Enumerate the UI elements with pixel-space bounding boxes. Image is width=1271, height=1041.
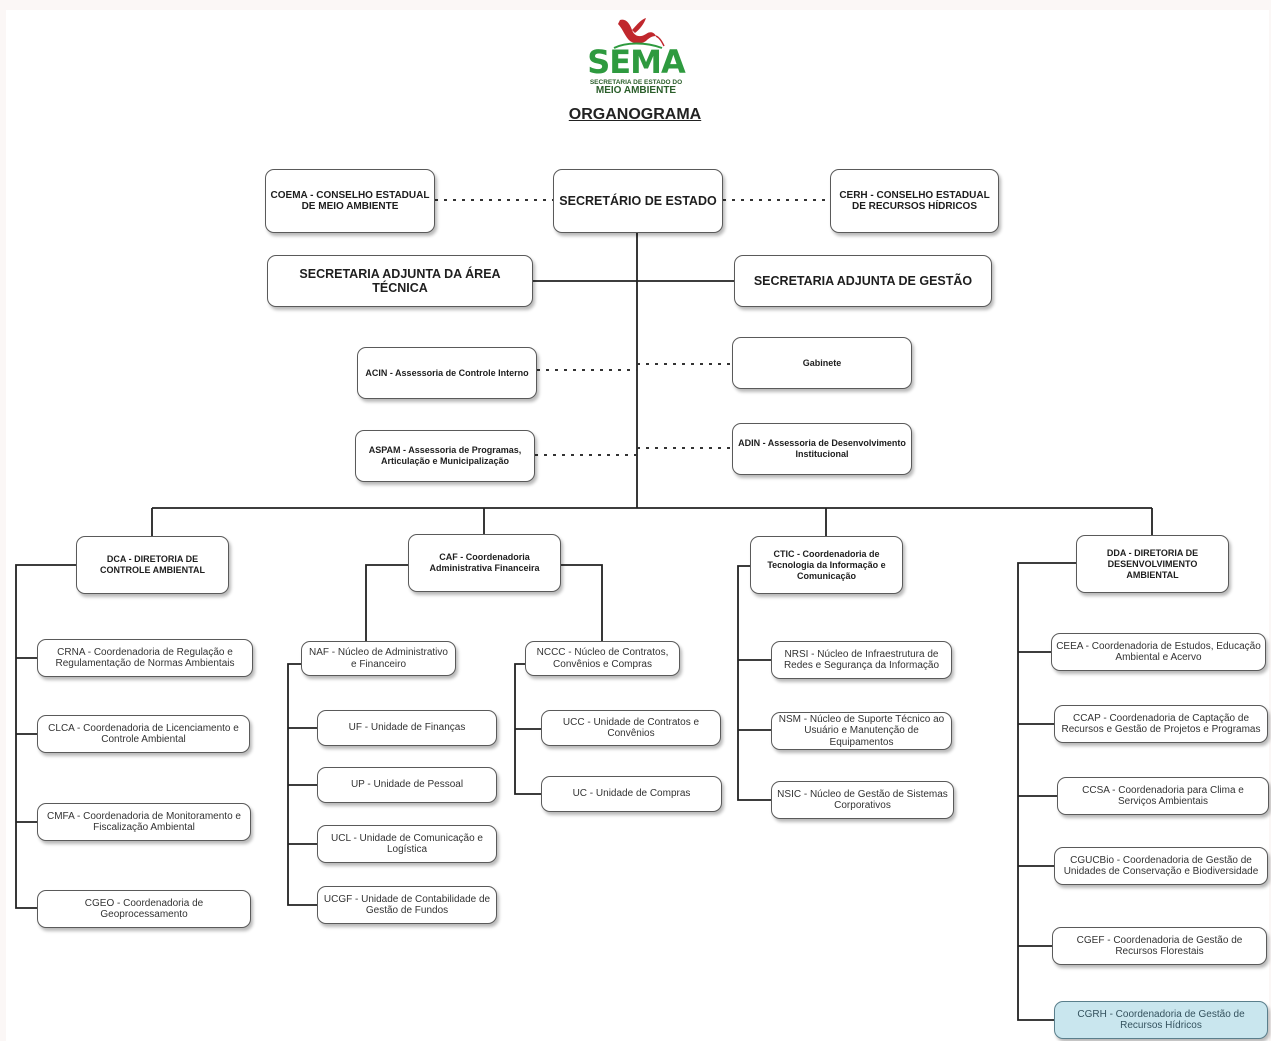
node-secretaria-adjunta-tecnica: SECRETARIA ADJUNTA DA ÁREA TÉCNICA <box>267 255 533 307</box>
node-ucl: UCL - Unidade de Comunicação e Logística <box>317 825 497 863</box>
logo-subtitle-line1: SECRETARIA DE ESTADO DO <box>589 79 683 86</box>
logo-wordmark: SEMA <box>587 43 686 81</box>
node-nsm: NSM - Núcleo de Suporte Técnico ao Usuár… <box>771 712 952 750</box>
node-naf: NAF - Núcleo de Administrativo e Finance… <box>301 641 456 676</box>
node-dda: DDA - DIRETORIA DE DESENVOLVIMENTO AMBIE… <box>1076 535 1229 593</box>
node-ccap: CCAP - Coordenadoria de Captação de Recu… <box>1054 705 1268 743</box>
node-nrsi: NRSI - Núcleo de Infraestrutura de Redes… <box>771 641 952 679</box>
node-gabinete: Gabinete <box>732 337 912 389</box>
node-cerh: CERH - CONSELHO ESTADUAL DE RECURSOS HÍD… <box>830 169 999 233</box>
node-cgucbio: CGUCBio - Coordenadoria de Gestão de Uni… <box>1054 847 1268 885</box>
node-ucgf: UCGF - Unidade de Contabilidade de Gestã… <box>317 886 497 924</box>
node-cgeo: CGEO - Coordenadoria de Geoprocessamento <box>37 890 251 928</box>
node-clca: CLCA - Coordenadoria de Licenciamento e … <box>37 715 250 753</box>
logo-subtitle-line2: MEIO AMBIENTE <box>595 85 677 96</box>
node-uf: UF - Unidade de Finanças <box>317 710 497 746</box>
node-nsic: NSIC - Núcleo de Gestão de Sistemas Corp… <box>771 781 954 819</box>
node-up: UP - Unidade de Pessoal <box>317 767 497 803</box>
node-secretaria-adjunta-gestao: SECRETARIA ADJUNTA DE GESTÃO <box>734 255 992 307</box>
node-nccc: NCCC - Núcleo de Contratos, Convênios e … <box>525 641 680 676</box>
node-secretario: SECRETÁRIO DE ESTADO <box>553 169 723 233</box>
node-ccsa: CCSA - Coordenadoria para Clima e Serviç… <box>1057 777 1269 815</box>
node-uc: UC - Unidade de Compras <box>541 776 722 812</box>
node-caf: CAF - Coordenadoria Administrativa Finan… <box>408 534 561 592</box>
page-title: ORGANOGRAMA <box>568 106 702 123</box>
node-ctic: CTIC - Coordenadoria de Tecnologia da In… <box>750 536 903 594</box>
node-adin: ADIN - Assessoria de Desenvolvimento Ins… <box>732 423 912 475</box>
node-crna: CRNA - Coordenadoria de Regulação e Regu… <box>37 639 253 677</box>
node-cgef: CGEF - Coordenadoria de Gestão de Recurs… <box>1052 927 1267 965</box>
node-dca: DCA - DIRETORIA DE CONTROLE AMBIENTAL <box>76 536 229 594</box>
node-ucc: UCC - Unidade de Contratos e Convênios <box>541 710 721 746</box>
sema-logo: SEMA SECRETARIA DE ESTADO DO MEIO AMBIEN… <box>572 16 700 96</box>
node-aspam: ASPAM - Assessoria de Programas, Articul… <box>355 430 535 482</box>
node-acin: ACIN - Assessoria de Controle Interno <box>357 347 537 399</box>
node-cgrh: CGRH - Coordenadoria de Gestão de Recurs… <box>1054 1001 1268 1039</box>
node-ceea: CEEA - Coordenadoria de Estudos, Educaçã… <box>1051 633 1266 671</box>
node-coema: COEMA - CONSELHO ESTADUAL DE MEIO AMBIEN… <box>265 169 435 233</box>
ibis-bird-icon <box>613 18 665 49</box>
node-cmfa: CMFA - Coordenadoria de Monitoramento e … <box>37 803 251 841</box>
